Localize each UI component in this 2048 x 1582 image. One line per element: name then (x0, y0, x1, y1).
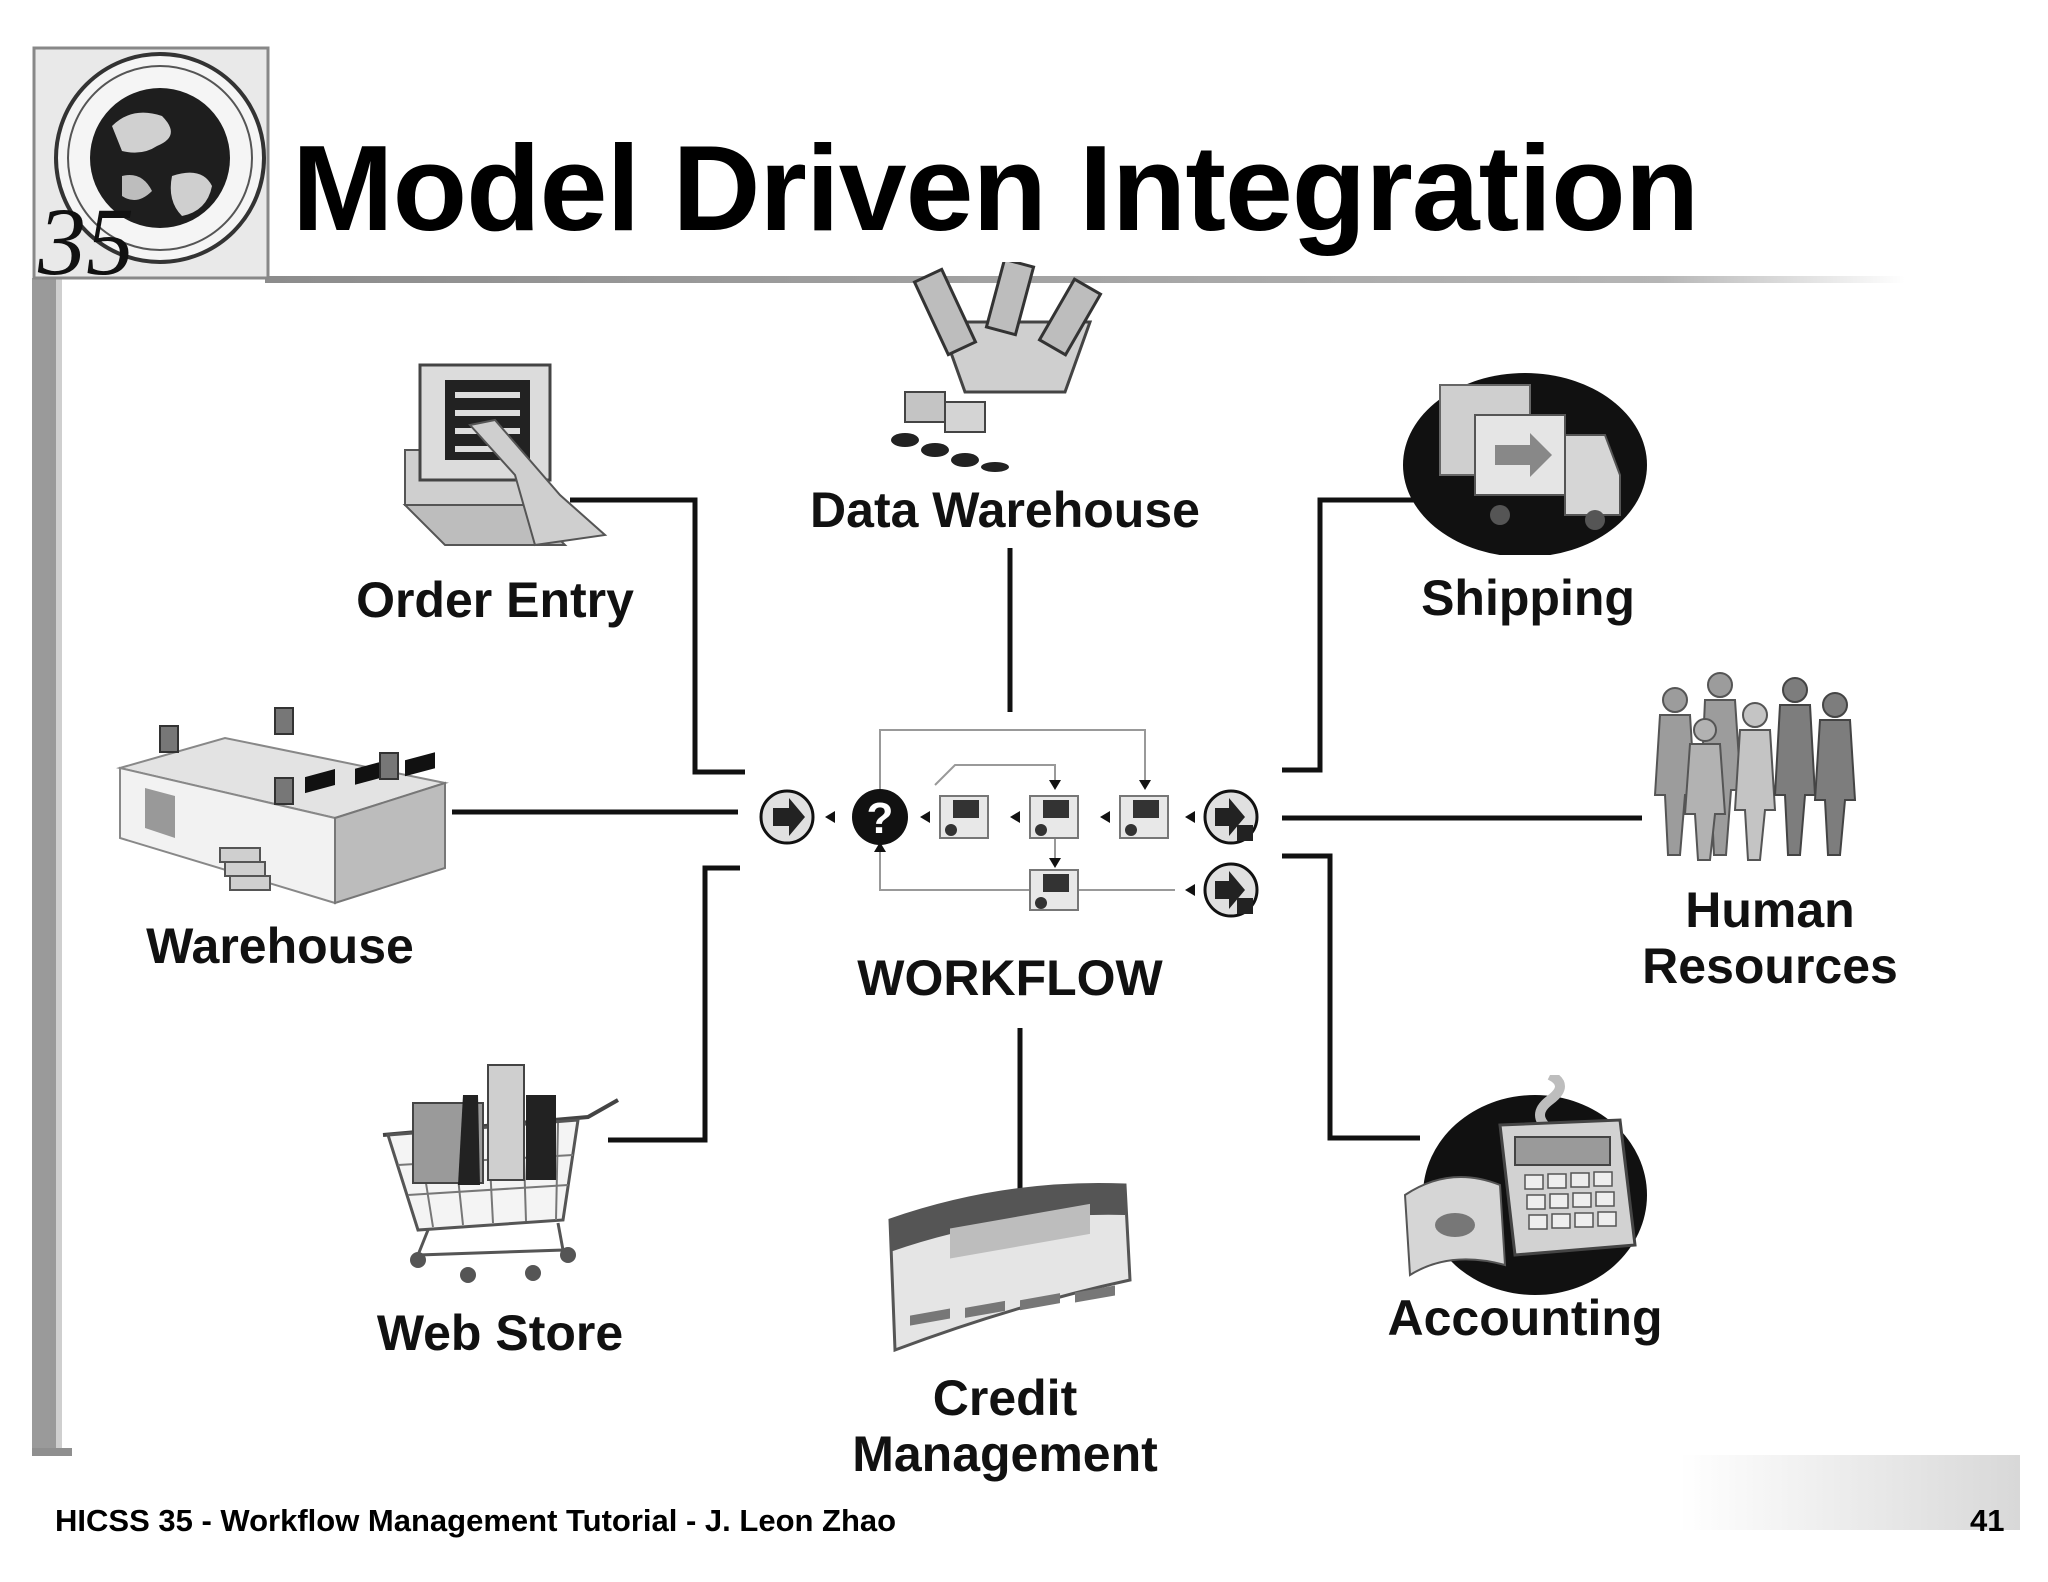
label-shipping: Shipping (1421, 570, 1635, 626)
label-accounting: Accounting (1387, 1290, 1663, 1346)
label-order-entry: Order Entry (356, 572, 634, 628)
logo-number: 35 (37, 188, 134, 286)
computer-terminal-icon (402, 363, 608, 547)
workflow-end-icon-2 (1203, 862, 1259, 918)
conveyor-hopper-icon (891, 262, 1103, 472)
workflow-label: WORKFLOW (857, 950, 1163, 1006)
label-credit-management-line1: Credit (932, 1370, 1078, 1426)
workflow-start-icon (759, 789, 815, 845)
credit-card-icon (888, 1182, 1132, 1353)
calculator-money-icon (1403, 1075, 1647, 1295)
connector-accounting (1282, 853, 1420, 1141)
connector-order-entry (570, 497, 745, 775)
svg-text:?: ? (867, 794, 894, 843)
label-human-resources-line1: Human (1685, 882, 1855, 938)
label-human-resources-line2: Resources (1642, 938, 1898, 994)
label-data-warehouse: Data Warehouse (810, 482, 1200, 538)
slide-title: Model Driven Integration (292, 120, 1699, 256)
workflow-decision-icon: ? (852, 789, 908, 845)
label-human-resources: Human Resources (1642, 882, 1898, 994)
label-warehouse: Warehouse (146, 918, 414, 974)
conference-logo: 35 (32, 46, 270, 286)
page-number: 41 (1970, 1503, 2005, 1538)
people-group-icon (1653, 672, 1857, 861)
delivery-truck-icon (1403, 373, 1647, 555)
connector-web-store (608, 865, 740, 1143)
label-credit-management-line2: Management (852, 1426, 1158, 1482)
slide-footer: HICSS 35 - Workflow Management Tutorial … (55, 1503, 897, 1538)
workflow-process-diagram: ? (759, 729, 1259, 918)
label-web-store: Web Store (376, 1305, 624, 1361)
shopping-cart-icon (382, 1064, 619, 1283)
workflow-end-icon (1203, 789, 1259, 845)
label-credit-management: Credit Management (852, 1370, 1158, 1482)
connector-shipping (1282, 497, 1418, 773)
warehouse-building-icon (116, 707, 449, 905)
